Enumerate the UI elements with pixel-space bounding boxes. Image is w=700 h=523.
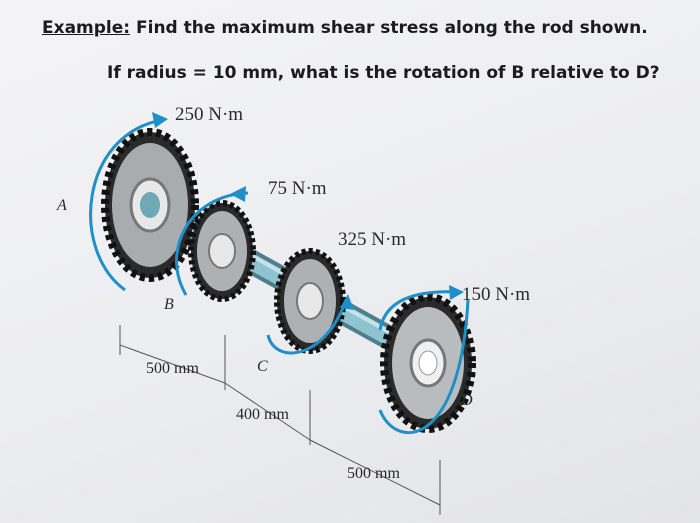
gear-b (188, 200, 256, 302)
torque-label-d: 150 N·m (462, 284, 531, 305)
arrowhead-d (449, 285, 464, 300)
dimension-lines (119, 325, 441, 515)
arrowhead-a (152, 112, 168, 128)
point-label-c: C (257, 358, 268, 375)
arrow-heads (152, 112, 464, 310)
problem-title: Example: Find the maximum shear stress a… (42, 18, 648, 38)
torque-label-c: 325 N·m (338, 229, 407, 250)
example-label: Example: (42, 18, 131, 38)
torque-arrow-b (175, 191, 249, 296)
torque-arrows (89, 118, 470, 435)
point-label-d: D (461, 392, 473, 409)
gear-d (380, 293, 476, 433)
dimension-bc: 400 mm (236, 406, 289, 423)
dimension-ab: 500 mm (146, 360, 199, 377)
torque-label-a: 250 N·m (175, 104, 244, 125)
torque-arrow-c (266, 299, 348, 355)
point-label-b: B (164, 296, 174, 313)
torque-arrow-a (89, 118, 163, 292)
gear-a (101, 128, 199, 282)
torque-arrow-d-upper (378, 290, 459, 331)
gear-c (274, 248, 346, 354)
torque-arrow-d-lower (378, 299, 470, 435)
torque-label-b: 75 N·m (268, 178, 327, 199)
problem-statement: Find the maximum shear stress along the … (130, 18, 648, 38)
arrowhead-b (230, 186, 246, 202)
arrowhead-c (340, 294, 354, 310)
problem-question: If radius = 10 mm, what is the rotation … (107, 63, 660, 83)
point-label-a: A (57, 197, 67, 214)
dimension-cd: 500 mm (347, 465, 400, 482)
